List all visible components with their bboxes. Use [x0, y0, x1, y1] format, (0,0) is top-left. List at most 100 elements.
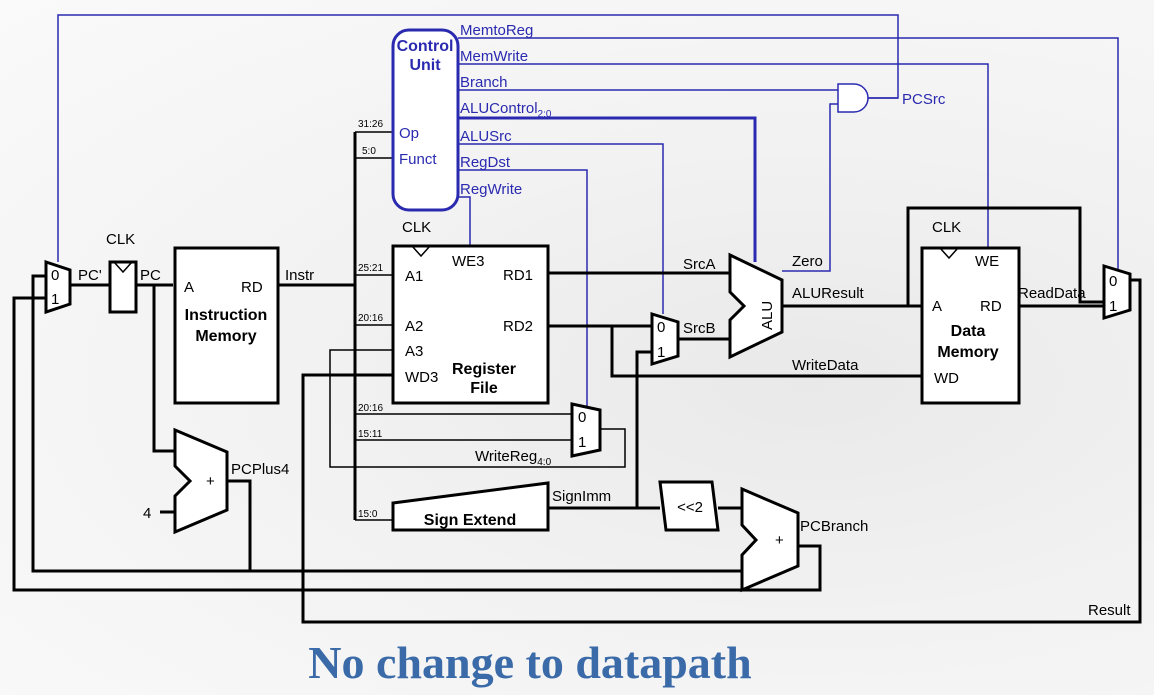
imem-name-1: Instruction: [185, 307, 268, 324]
pcbranch-adder: +: [740, 486, 800, 593]
data-memory: CLK WE A RD WD Data Memory: [920, 219, 1021, 405]
pc-mux-in0: 0: [51, 267, 59, 284]
cu-op: Op: [399, 125, 419, 142]
rf-wd3: WD3: [405, 369, 438, 386]
res-mux-in1: 1: [1109, 298, 1117, 315]
cu-title-1: Control: [397, 38, 454, 55]
alucontrol-label: ALUControl2:0: [460, 100, 552, 120]
bits-rs: 25:21: [358, 263, 383, 274]
alu: ALU: [728, 252, 784, 360]
result-label: Result: [1088, 602, 1131, 619]
pc-mux: 0 1: [44, 259, 72, 315]
const-four: 4: [143, 505, 151, 522]
pc-mux-in1: 1: [51, 291, 59, 308]
wire-pcplus4-to-mux: [31, 274, 250, 573]
wire-regwrite: [458, 196, 471, 246]
bits-rt-mux: 20:16: [358, 403, 383, 414]
sign-extend: Sign Extend: [391, 481, 550, 532]
slide-caption: No change to datapath: [308, 637, 752, 688]
alu-label: ALU: [759, 301, 776, 330]
writereg-mux: 0 1: [570, 402, 602, 458]
srcb-mux-in1: 1: [657, 344, 665, 361]
rf-a1: A1: [405, 268, 423, 285]
wr-mux-in0: 0: [578, 409, 586, 426]
imem-name-2: Memory: [195, 328, 256, 345]
pcplus4-label: PCPlus4: [231, 461, 289, 478]
wire-aluresult-bypass: [906, 206, 1104, 306]
pcplus4-plus: +: [206, 473, 215, 490]
writedata-label: WriteData: [792, 357, 859, 374]
dm-port-a: A: [932, 298, 942, 315]
rf-a2: A2: [405, 318, 423, 335]
srcb-label: SrcB: [683, 320, 716, 337]
rf-name-2: File: [470, 380, 498, 397]
memtoreg-label: MemtoReg: [460, 22, 533, 39]
dm-port-rd: RD: [980, 298, 1002, 315]
wire-zero: [782, 103, 838, 272]
wire-signimm-to-mux: [635, 350, 652, 508]
result-mux: 0 1: [1102, 263, 1132, 321]
instr-label: Instr: [285, 267, 314, 284]
imem-port-a: A: [184, 279, 194, 296]
rf-rd2: RD2: [503, 318, 533, 335]
bits-rd: 15:11: [358, 429, 383, 440]
dm-name-2: Memory: [937, 344, 998, 361]
srca-label: SrcA: [683, 256, 716, 273]
signimm-label: SignImm: [552, 488, 611, 505]
rf-clk-label: CLK: [402, 219, 431, 236]
pc-register: CLK: [106, 231, 138, 314]
bits-funct: 5:0: [362, 146, 376, 157]
res-mux-in0: 0: [1109, 273, 1117, 290]
alusrc-label: ALUSrc: [460, 128, 512, 145]
branch-and-gate: [837, 83, 898, 113]
shift-left-2: <<2: [658, 480, 720, 532]
register-file: CLK WE3 A1 A2 A3 WD3 RD1 RD2 Register Fi…: [391, 219, 550, 405]
memwrite-label: MemWrite: [460, 48, 528, 65]
shift-label: <<2: [677, 499, 703, 516]
sign-extend-label: Sign Extend: [424, 512, 516, 529]
instruction-memory: A RD Instruction Memory: [173, 246, 280, 405]
srcb-mux-in0: 0: [657, 319, 665, 336]
pcbranch-plus: +: [775, 532, 784, 549]
data-wires: [12, 131, 1142, 624]
wire-alucontrol: [458, 116, 757, 262]
wire-pcplus4: [227, 479, 742, 573]
dm-port-wd: WD: [934, 370, 959, 387]
bits-op: 31:26: [358, 119, 383, 130]
wire-alusrc: [458, 143, 664, 314]
wire-writereg: [329, 349, 626, 468]
wire-result: [301, 278, 1142, 624]
wr-mux-in1: 1: [578, 434, 586, 451]
wire-regdst: [458, 169, 588, 412]
pc-label: PC: [140, 267, 161, 284]
control-unit: Control Unit Op Funct: [391, 28, 460, 212]
bits-rt: 20:16: [358, 313, 383, 324]
wire-memwrite: [458, 63, 989, 253]
dm-clk-label: CLK: [932, 219, 961, 236]
aluresult-label: ALUResult: [792, 285, 865, 302]
imem-port-rd: RD: [241, 279, 263, 296]
writereg-label: WriteReg4:0: [475, 448, 552, 468]
pcplus4-adder: +: [173, 427, 229, 535]
rf-name-1: Register: [452, 361, 516, 378]
pc-clk-label: CLK: [106, 231, 135, 248]
wire-writedata: [610, 326, 922, 378]
branch-label: Branch: [460, 74, 508, 91]
regdst-label: RegDst: [460, 154, 511, 171]
control-wires: [57, 14, 1119, 412]
rf-a3: A3: [405, 343, 423, 360]
pcsrc-label: PCSrc: [902, 91, 946, 108]
readdata-label: ReadData: [1018, 285, 1086, 302]
dm-we: WE: [975, 253, 999, 270]
rf-we3: WE3: [452, 253, 485, 270]
bits-imm: 15:0: [358, 509, 378, 520]
wire-pcbranch: [12, 296, 822, 592]
wire-memtoreg: [458, 37, 1119, 270]
srcb-mux: 0 1: [650, 311, 680, 367]
cu-title-2: Unit: [409, 57, 441, 74]
wire-pc-to-adder: [152, 285, 175, 453]
pc-prime-label: PC': [78, 267, 102, 284]
dm-name-1: Data: [951, 323, 986, 340]
cu-funct: Funct: [399, 151, 437, 168]
